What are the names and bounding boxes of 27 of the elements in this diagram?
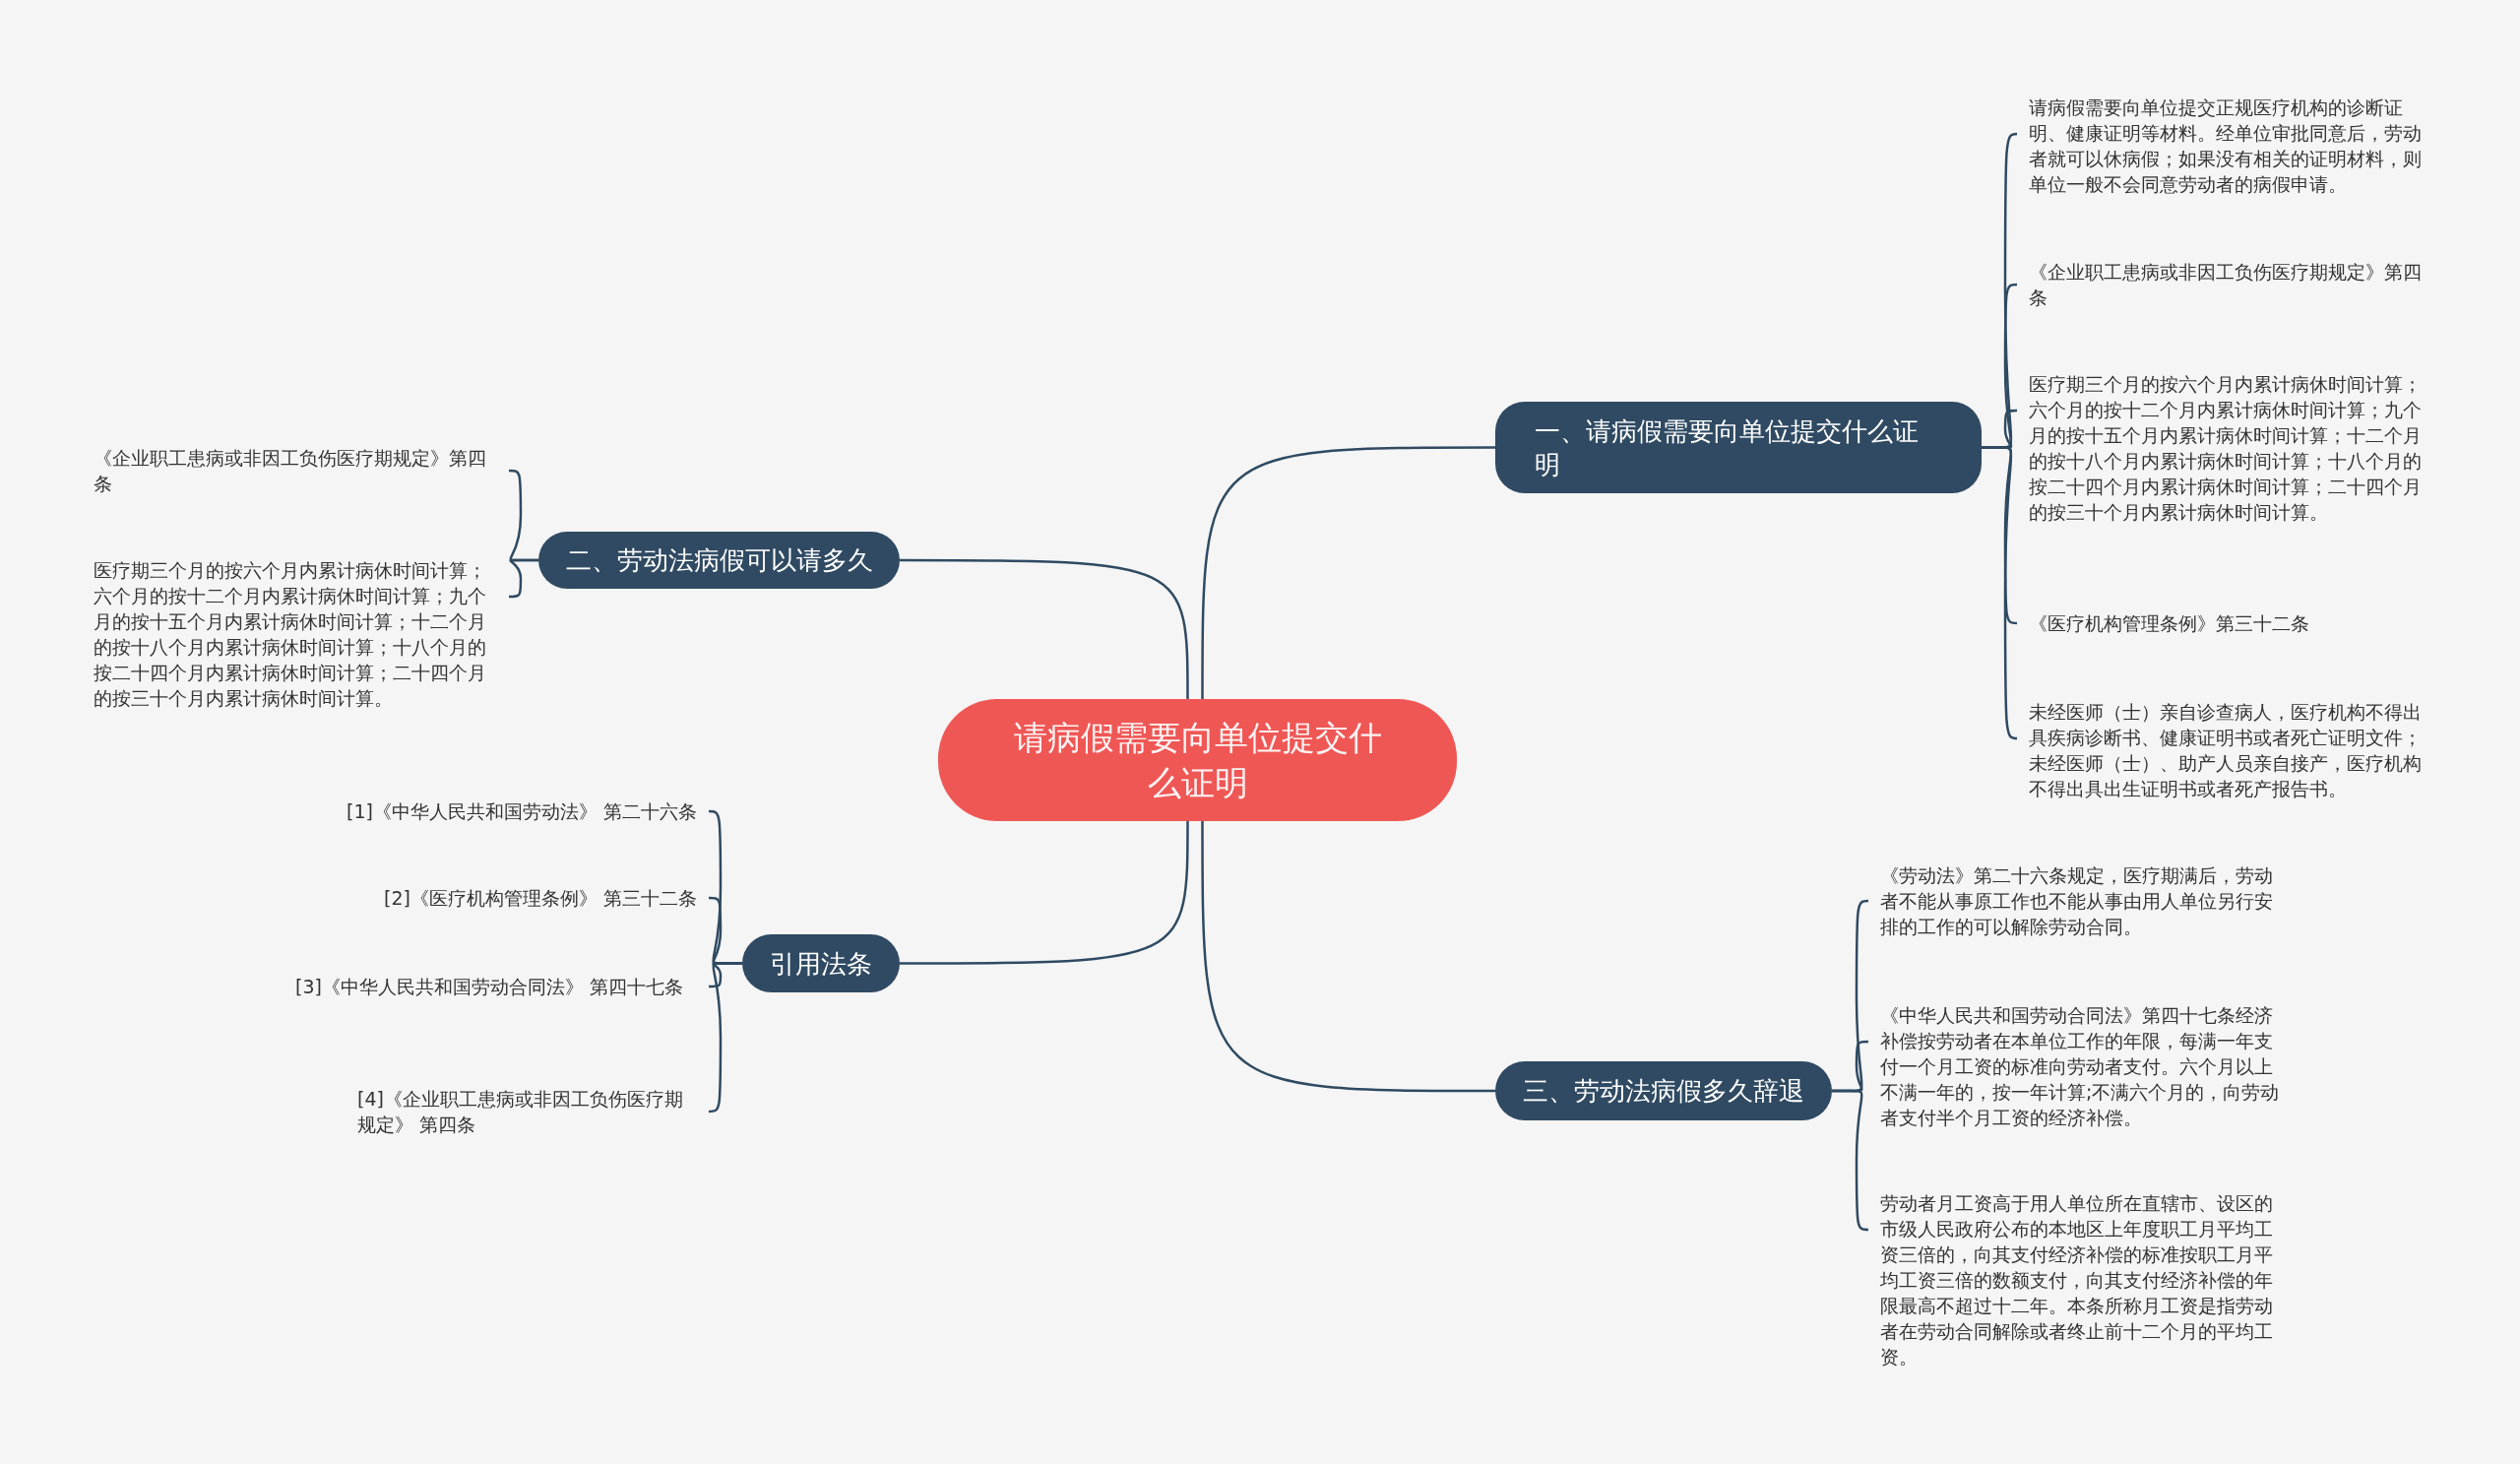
topic-text: 《企业职工患病或非因工负伤医疗期规定》第四条 xyxy=(2029,259,2437,310)
topic-box: 二、劳动法病假可以请多久 xyxy=(538,532,900,589)
connector xyxy=(708,962,742,1114)
topic-text: 劳动者月工资高于用人单位所在直辖市、设区的市级人民政府公布的本地区上年度职工月平均工资三倍的，向其支付经济补偿的标准按职工月平均工资三倍的数额支付，向其支付经济补偿的年限最高不超过十二年。本条所称月工资是指劳动者在劳动合同解除或者终止前十二个月的平均工资。 xyxy=(1880,1190,2284,1369)
topic-text: 《企业职工患病或非因工负伤医疗期规定》第四条 xyxy=(94,445,497,496)
topic-text: [1]《中华人民共和国劳动法》 第二十六条 xyxy=(295,798,697,824)
topic-text: 未经医师（士）亲自诊查病人，医疗机构不得出具疾病诊断书、健康证明书或者死亡证明文件；未经医师（士）、助产人员亲自接产，医疗机构不得出具出生证明书或者死产报告书。 xyxy=(2029,699,2437,801)
topic-text: 《医疗机构管理条例》第三十二条 xyxy=(2029,610,2437,636)
central-topic: 请病假需要向单位提交什么证明 xyxy=(938,699,1457,821)
topic-text: 《劳动法》第二十六条规定，医疗期满后，劳动者不能从事原工作也不能从事由用人单位另行安排的工作的可以解除劳动合同。 xyxy=(1880,862,2284,939)
topic-text: 《中华人民共和国劳动合同法》第四十七条经济补偿按劳动者在本单位工作的年限，每满一年支付一个月工资的标准向劳动者支付。六个月以上不满一年的，按一年计算;不满六个月的，向劳动者支付半个月工资的经济补偿。 xyxy=(1880,1002,2284,1130)
topic-text: [4]《企业职工患病或非因工负伤医疗期规定》 第四条 xyxy=(357,1086,697,1137)
topic-box: 一、请病假需要向单位提交什么证明 xyxy=(1495,402,1982,493)
topic-text: 请病假需要向单位提交正规医疗机构的诊断证明、健康证明等材料。经单位审批同意后，劳动者就可以休病假；如果没有相关的证明材料，则单位一般不会同意劳动者的病假申请。 xyxy=(2029,95,2437,197)
connector xyxy=(900,821,1189,965)
topic-box: 三、劳动法病假多久辞退 xyxy=(1495,1061,1832,1120)
topic-text: 医疗期三个月的按六个月内累计病休时间计算；六个月的按十二个月内累计病休时间计算；九个月的按十五个月内累计病休时间计算；十二个月的按十八个月内累计病休时间计算；十八个月的按二十四个月内累计病休时间计算；二十四个月的按三十个月内累计病休时间计算。 xyxy=(94,557,497,711)
topic-text: [3]《中华人民共和国劳动合同法》 第四十七条 xyxy=(295,974,697,999)
connector xyxy=(1832,1089,1869,1232)
topic-text: 医疗期三个月的按六个月内累计病休时间计算；六个月的按十二个月内累计病休时间计算；九个月的按十五个月内累计病休时间计算；十二个月的按十八个月内累计病休时间计算；十八个月的按二十四个月内累计病休时间计算；二十四个月的按三十个月内累计病休时间计算。 xyxy=(2029,371,2437,525)
connector xyxy=(1201,446,1495,699)
connector xyxy=(1201,821,1495,1093)
topic-box: 引用法条 xyxy=(742,934,900,992)
connector xyxy=(1982,446,2018,740)
connector xyxy=(509,558,538,599)
connector xyxy=(900,558,1189,699)
topic-text: [2]《医疗机构管理条例》 第三十二条 xyxy=(295,885,697,911)
